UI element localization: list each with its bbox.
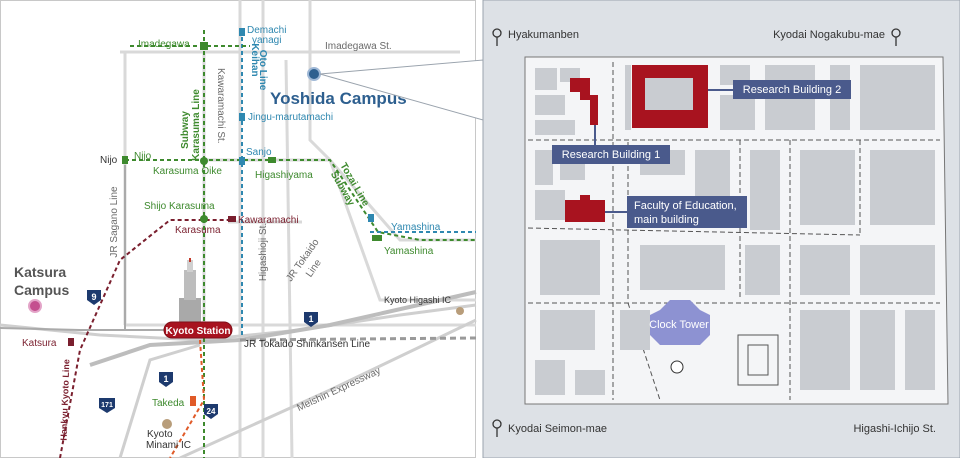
demachi-station-marker	[239, 28, 245, 36]
jingu-station-marker	[239, 113, 245, 121]
hankyu-kyoto-line	[59, 219, 232, 458]
katsura-campus-label-1: Katsura	[14, 264, 66, 280]
route-24-shield: 24	[204, 404, 218, 419]
route-1-east-label: 1	[308, 314, 313, 324]
kawaramachi-station-label: Kawaramachi	[238, 215, 299, 226]
yamashina-keihan-marker	[368, 214, 374, 222]
higashiyama-station-label: Higashiyama	[255, 170, 313, 181]
sanjo-station-marker	[239, 157, 245, 165]
road-9	[0, 303, 477, 342]
route-1-shield-south: 1	[159, 372, 173, 387]
demachi-station-label-2: yanagi	[252, 35, 281, 46]
hyakumanben-label: Hyakumanben	[508, 29, 579, 41]
kyoto-higashi-ic-marker	[456, 307, 464, 315]
bus-stop-icon	[891, 28, 901, 46]
demachi-station-label-1: Demachi	[247, 25, 286, 36]
nijo-jr-station-label: Nijo	[100, 155, 118, 166]
jingu-station-label: Jingu-marutamachi	[248, 112, 333, 123]
subway-karasuma-label-2: Karasuma Line	[191, 89, 202, 161]
katsura-station-marker	[68, 338, 74, 346]
campus-buildings	[535, 65, 935, 395]
jr-sagano-label: JR Sagano Line	[109, 186, 120, 258]
research-building-1-label-box	[552, 145, 670, 164]
kawaramachi-st-label: Kawaramachi St.	[215, 68, 226, 144]
yamashina-jr-label: Yamashina	[384, 246, 434, 257]
route-171-shield: 171	[99, 398, 115, 413]
kyoto-tower-icon	[179, 258, 201, 322]
nijo-station-marker	[122, 156, 128, 164]
sanjo-station-label: Sanjo	[246, 147, 272, 158]
research-building-1-shape[interactable]	[570, 78, 598, 125]
bus-stop-icon	[492, 28, 502, 46]
takeda-station-label: Takeda	[152, 398, 185, 409]
higashiyama-station-marker	[268, 157, 276, 163]
research-building-2-label: Research Building 2	[743, 84, 841, 96]
jr-tokaido-line	[239, 290, 477, 342]
route-171-label: 171	[101, 402, 113, 409]
kyoto-station-badge	[163, 321, 233, 339]
route-24-label: 24	[207, 407, 216, 416]
route-1-south-label: 1	[163, 374, 168, 384]
clock-tower-circle	[670, 360, 684, 374]
katsura-campus-label-2: Campus	[14, 282, 69, 298]
route-9-shield: 9	[87, 290, 101, 305]
faculty-education-label-box	[627, 196, 747, 228]
research-building-2-courtyard	[645, 78, 693, 110]
sports-ground-inner	[747, 344, 769, 376]
hankyu-label: Hankyu Kyoto Line	[59, 359, 72, 441]
campus-roads	[527, 62, 940, 401]
faculty-education-label-1: Faculty of Education,	[634, 200, 737, 212]
research-building-2-label-box	[733, 80, 851, 99]
higashioji-st-label: Higashioji St.	[258, 223, 269, 281]
takeda-station-marker	[190, 396, 196, 406]
faculty-education-label-2: main building	[634, 214, 699, 226]
katsura-campus-marker[interactable]	[28, 299, 42, 313]
yoshida-campus-marker[interactable]	[307, 67, 321, 81]
kyoto-minami-ic-marker	[162, 419, 172, 429]
karasuma-oike-station-marker	[200, 157, 208, 165]
nijo-subway-station-label: Nijo	[134, 151, 152, 162]
kyoto-higashi-ic-label: Kyoto Higashi IC	[384, 295, 452, 305]
karasuma-station-label: Karasuma	[175, 225, 221, 236]
route-1-shield-east: 1	[304, 312, 318, 327]
research-building-1-label: Research Building 1	[562, 149, 660, 161]
jr-sagano-south	[0, 327, 180, 331]
subway-tozai-line	[125, 159, 476, 241]
karasuma-oike-station-label: Karasuma Oike	[153, 166, 222, 177]
bus-stop-icon	[492, 419, 502, 437]
jr-tokaido-south	[89, 338, 241, 367]
imadegawa-station-marker	[200, 42, 208, 50]
campus-detail-map: Research Building 2 Research Building 1 …	[482, 0, 960, 458]
kyoto-minami-ic-label-1: Kyoto	[147, 429, 173, 440]
kawaramachi-station-marker	[228, 216, 236, 222]
shijo-karasuma-station-label: Shijo Karasuma	[144, 201, 215, 212]
yoshida-campus-label: Yoshida Campus	[270, 89, 407, 108]
seimon-mae-label: Kyodai Seimon-mae	[508, 423, 607, 435]
faculty-education-shape[interactable]	[565, 195, 605, 222]
shijo-karasuma-station-marker	[200, 215, 208, 223]
keihan-label-1: Keihan	[249, 43, 260, 76]
keihan-label-2: Oto Line	[257, 50, 268, 91]
imadegawa-st-label: Imadegawa St.	[325, 41, 392, 52]
higashi-ichijo-label: Higashi-Ichijo St.	[853, 423, 936, 435]
nogakubu-mae-label: Kyodai Nogakubu-mae	[773, 29, 885, 41]
kyoto-minami-ic-label-2: Minami IC	[146, 440, 191, 451]
meishin-expressway-road	[179, 318, 477, 458]
katsura-station-label: Katsura	[22, 338, 57, 349]
clock-tower-label: Clock Tower	[649, 319, 709, 331]
route-9-label: 9	[91, 292, 96, 302]
subway-karasuma-label-1: Subway	[180, 111, 191, 149]
sports-ground-outline	[737, 334, 779, 386]
imadegawa-station-label: Imadegawa	[138, 39, 190, 50]
clock-tower-building[interactable]	[650, 300, 710, 345]
yamashina-jr-marker	[372, 235, 382, 241]
shinkansen-label: JR Tokaido Shinkansen Line	[244, 339, 370, 350]
route-1-road	[118, 343, 201, 458]
kyoto-station-label: Kyoto Station	[166, 326, 231, 337]
yamashina-keihan-label: Yamashina	[391, 222, 441, 233]
